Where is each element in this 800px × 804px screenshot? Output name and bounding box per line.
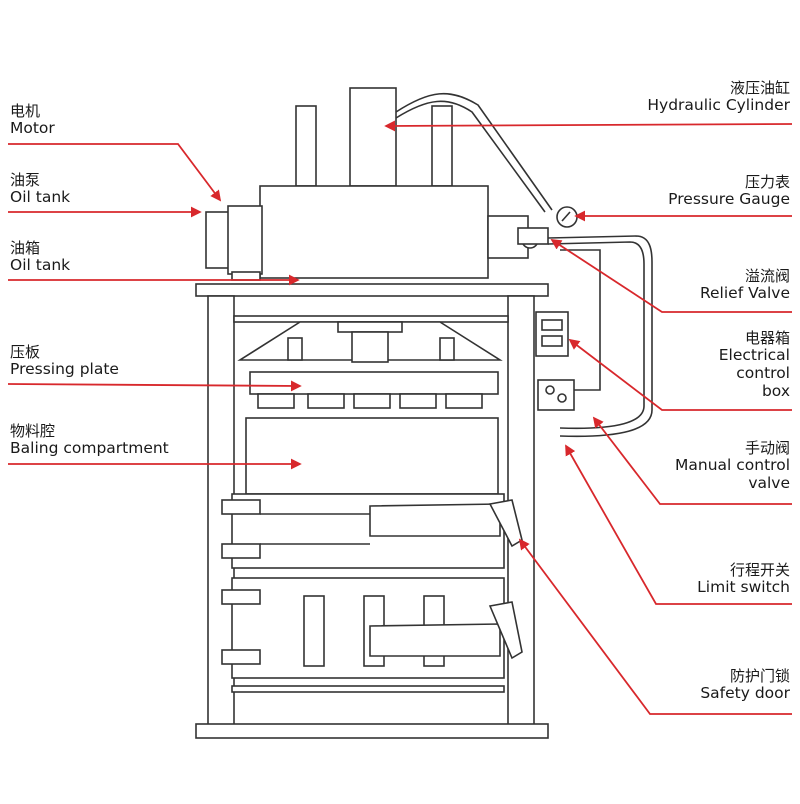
leader-safety-door bbox=[518, 538, 792, 715]
pipe-2 bbox=[395, 100, 546, 213]
label-electrical-control-box-zh: 电器箱 bbox=[744, 329, 790, 347]
electrical-box-switch-1 bbox=[541, 319, 563, 331]
baling-chamber bbox=[245, 417, 499, 495]
right-guide bbox=[439, 337, 455, 361]
label-pressing-plate-zh: 压板 bbox=[10, 343, 41, 361]
label-safety-door-en: Safety door bbox=[700, 684, 790, 703]
electrical-box bbox=[535, 311, 569, 357]
manual-valve-body bbox=[537, 379, 575, 411]
leader-pressing-plate bbox=[7, 380, 302, 392]
lower-bar bbox=[231, 685, 505, 693]
crossbeam bbox=[233, 315, 509, 323]
machine-outline bbox=[195, 87, 653, 739]
leader-electrical-box bbox=[568, 338, 792, 411]
label-safety-door: 防护门锁 Safety door bbox=[700, 667, 790, 703]
label-limit-switch-en: Limit switch bbox=[697, 578, 790, 597]
base-plate bbox=[195, 723, 549, 739]
manual-valve-knob-1 bbox=[545, 385, 555, 395]
motor-end-cap bbox=[205, 211, 231, 269]
label-relief-valve-en: Relief Valve bbox=[699, 284, 790, 303]
label-manual-control-valve: 手动阀 Manual control valve bbox=[675, 439, 790, 493]
plate-block-3 bbox=[353, 393, 391, 409]
pipe-control bbox=[560, 249, 601, 391]
latch-lower bbox=[369, 623, 501, 657]
pressure-gauge-dial bbox=[556, 206, 578, 228]
manual-valve-knob-2 bbox=[557, 393, 567, 403]
label-pressing-plate: 压板 Pressing plate bbox=[10, 343, 119, 379]
plate-block-5 bbox=[445, 393, 483, 409]
pipe-right-outer bbox=[547, 235, 653, 438]
label-motor: 电机 Motor bbox=[10, 102, 55, 138]
door-panel-1 bbox=[303, 595, 325, 667]
label-pressure-gauge: 压力表 Pressure Gauge bbox=[668, 173, 790, 209]
label-electrical-control-box-en-1: Electrical bbox=[718, 346, 790, 365]
label-electrical-control-box-en-3: box bbox=[761, 381, 790, 400]
label-electrical-control-box-en-2: control bbox=[736, 364, 790, 383]
oil-tank-box bbox=[259, 185, 489, 279]
label-pressing-plate-en: Pressing plate bbox=[10, 360, 119, 379]
hinge-upper-1 bbox=[221, 499, 261, 515]
label-baling-compartment-zh: 物料腔 bbox=[10, 422, 56, 440]
leader-limit-switch bbox=[565, 444, 792, 605]
label-pressure-gauge-en: Pressure Gauge bbox=[668, 190, 790, 209]
label-oil-pump-en: Oil tank bbox=[10, 188, 71, 207]
label-oil-tank-zh: 油箱 bbox=[10, 239, 41, 257]
pipe-1 bbox=[395, 92, 553, 211]
label-limit-switch: 行程开关 Limit switch bbox=[697, 561, 790, 597]
label-limit-switch-zh: 行程开关 bbox=[729, 561, 790, 579]
label-relief-valve: 溢流阀 Relief Valve bbox=[699, 267, 790, 303]
leader-motor bbox=[8, 143, 222, 202]
label-hydraulic-cylinder-zh: 液压油缸 bbox=[729, 79, 790, 97]
leader-manual-valve bbox=[592, 416, 792, 505]
label-hydraulic-cylinder: 液压油缸 Hydraulic Cylinder bbox=[647, 79, 790, 115]
leader-relief-valve bbox=[550, 239, 792, 313]
hinge-lower-2 bbox=[221, 649, 261, 665]
top-plate bbox=[195, 283, 549, 297]
label-oil-pump-zh: 油泵 bbox=[10, 171, 41, 189]
label-manual-control-valve-en-2: valve bbox=[748, 474, 790, 493]
hinge-upper-2 bbox=[221, 543, 261, 559]
label-manual-control-valve-zh: 手动阀 bbox=[744, 439, 790, 457]
label-pressure-gauge-zh: 压力表 bbox=[744, 173, 790, 191]
leader-lines bbox=[7, 120, 793, 715]
relief-valve-head bbox=[517, 227, 549, 245]
plate-block-1 bbox=[257, 393, 295, 409]
pressing-plate-body bbox=[249, 371, 499, 395]
label-motor-zh: 电机 bbox=[10, 102, 41, 120]
plate-block-4 bbox=[399, 393, 437, 409]
electrical-box-switch-2 bbox=[541, 335, 563, 347]
label-manual-control-valve-en-1: Manual control bbox=[675, 456, 790, 475]
label-oil-pump: 油泵 Oil tank bbox=[10, 171, 71, 207]
label-baling-compartment: 物料腔 Baling compartment bbox=[10, 422, 169, 458]
label-oil-tank-en: Oil tank bbox=[10, 256, 71, 275]
lock-lever-lower bbox=[488, 601, 523, 660]
left-guide bbox=[287, 337, 303, 361]
label-motor-en: Motor bbox=[10, 119, 55, 138]
motor-body bbox=[227, 205, 263, 275]
ram-flange bbox=[337, 321, 403, 333]
left-guide-rod bbox=[295, 105, 317, 187]
label-hydraulic-cylinder-en: Hydraulic Cylinder bbox=[647, 96, 790, 115]
motor-base bbox=[231, 271, 261, 281]
label-baling-compartment-en: Baling compartment bbox=[10, 439, 169, 458]
leader-hydraulic-cylinder bbox=[384, 120, 793, 132]
label-oil-tank: 油箱 Oil tank bbox=[10, 239, 71, 275]
hydraulic-cylinder-body bbox=[349, 87, 397, 187]
hinge-lower-1 bbox=[221, 589, 261, 605]
gauge-needle bbox=[561, 211, 571, 222]
label-electrical-control-box: 电器箱 Electrical control box bbox=[718, 329, 790, 401]
label-safety-door-zh: 防护门锁 bbox=[729, 667, 790, 685]
plate-block-2 bbox=[307, 393, 345, 409]
label-relief-valve-zh: 溢流阀 bbox=[744, 267, 790, 285]
ram bbox=[351, 331, 389, 363]
latch-upper bbox=[369, 503, 501, 537]
right-guide-rod bbox=[431, 105, 453, 187]
